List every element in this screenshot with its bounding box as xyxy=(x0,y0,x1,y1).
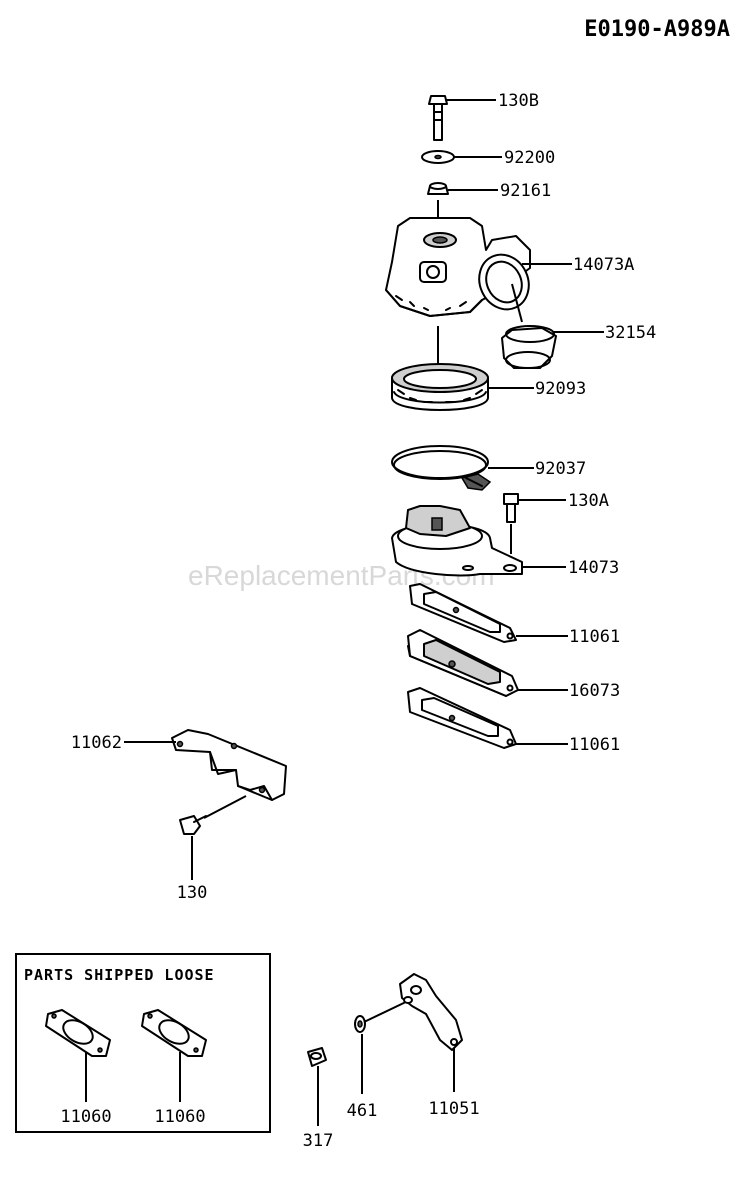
part-11051-plate[interactable] xyxy=(399,973,463,1051)
label-92161[interactable]: 92161 xyxy=(500,181,551,201)
label-92093[interactable]: 92093 xyxy=(535,379,586,399)
label-11062[interactable]: 11062 xyxy=(71,733,122,753)
label-92200[interactable]: 92200 xyxy=(504,148,555,168)
part-92200-washer[interactable] xyxy=(421,150,455,164)
parts-shipped-loose-title: PARTS SHIPPED LOOSE xyxy=(24,966,215,984)
label-317[interactable]: 317 xyxy=(303,1131,334,1151)
label-32154[interactable]: 32154 xyxy=(605,323,656,343)
label-11061-lower[interactable]: 11061 xyxy=(569,735,620,755)
part-92037-band[interactable] xyxy=(391,445,492,491)
part-92161-nut[interactable] xyxy=(427,182,449,195)
label-11060-b[interactable]: 11060 xyxy=(154,1107,205,1127)
part-130B-bolt[interactable] xyxy=(428,95,448,141)
label-11060-a[interactable]: 11060 xyxy=(60,1107,111,1127)
label-130[interactable]: 130 xyxy=(177,883,208,903)
label-461[interactable]: 461 xyxy=(347,1101,378,1121)
part-317-nut[interactable] xyxy=(307,1047,327,1067)
part-130-bolt[interactable] xyxy=(179,815,207,835)
part-92093-element[interactable] xyxy=(391,363,489,411)
part-11062-bracket[interactable] xyxy=(171,729,287,801)
part-16073-spacer[interactable] xyxy=(407,629,519,697)
label-130A[interactable]: 130A xyxy=(568,491,609,511)
parts-shipped-loose-box xyxy=(15,953,271,1133)
part-14073-base[interactable] xyxy=(391,505,523,577)
part-11061-gasket-upper[interactable] xyxy=(409,583,517,643)
label-14073A[interactable]: 14073A xyxy=(573,255,634,275)
label-130B[interactable]: 130B xyxy=(498,91,539,111)
part-11060-gasket-a[interactable] xyxy=(45,1009,111,1057)
part-461-washer[interactable] xyxy=(354,1015,366,1033)
part-14073A-cover[interactable] xyxy=(385,217,538,318)
label-11061-upper[interactable]: 11061 xyxy=(569,627,620,647)
label-16073[interactable]: 16073 xyxy=(569,681,620,701)
part-130A-bolt[interactable] xyxy=(503,493,519,523)
diagram-code: E0190-A989A xyxy=(584,17,730,42)
part-11060-gasket-b[interactable] xyxy=(141,1009,207,1057)
label-92037[interactable]: 92037 xyxy=(535,459,586,479)
label-14073[interactable]: 14073 xyxy=(568,558,619,578)
part-32154-ring[interactable] xyxy=(501,325,557,369)
part-11061-gasket-lower[interactable] xyxy=(407,687,517,749)
label-11051[interactable]: 11051 xyxy=(428,1099,479,1119)
